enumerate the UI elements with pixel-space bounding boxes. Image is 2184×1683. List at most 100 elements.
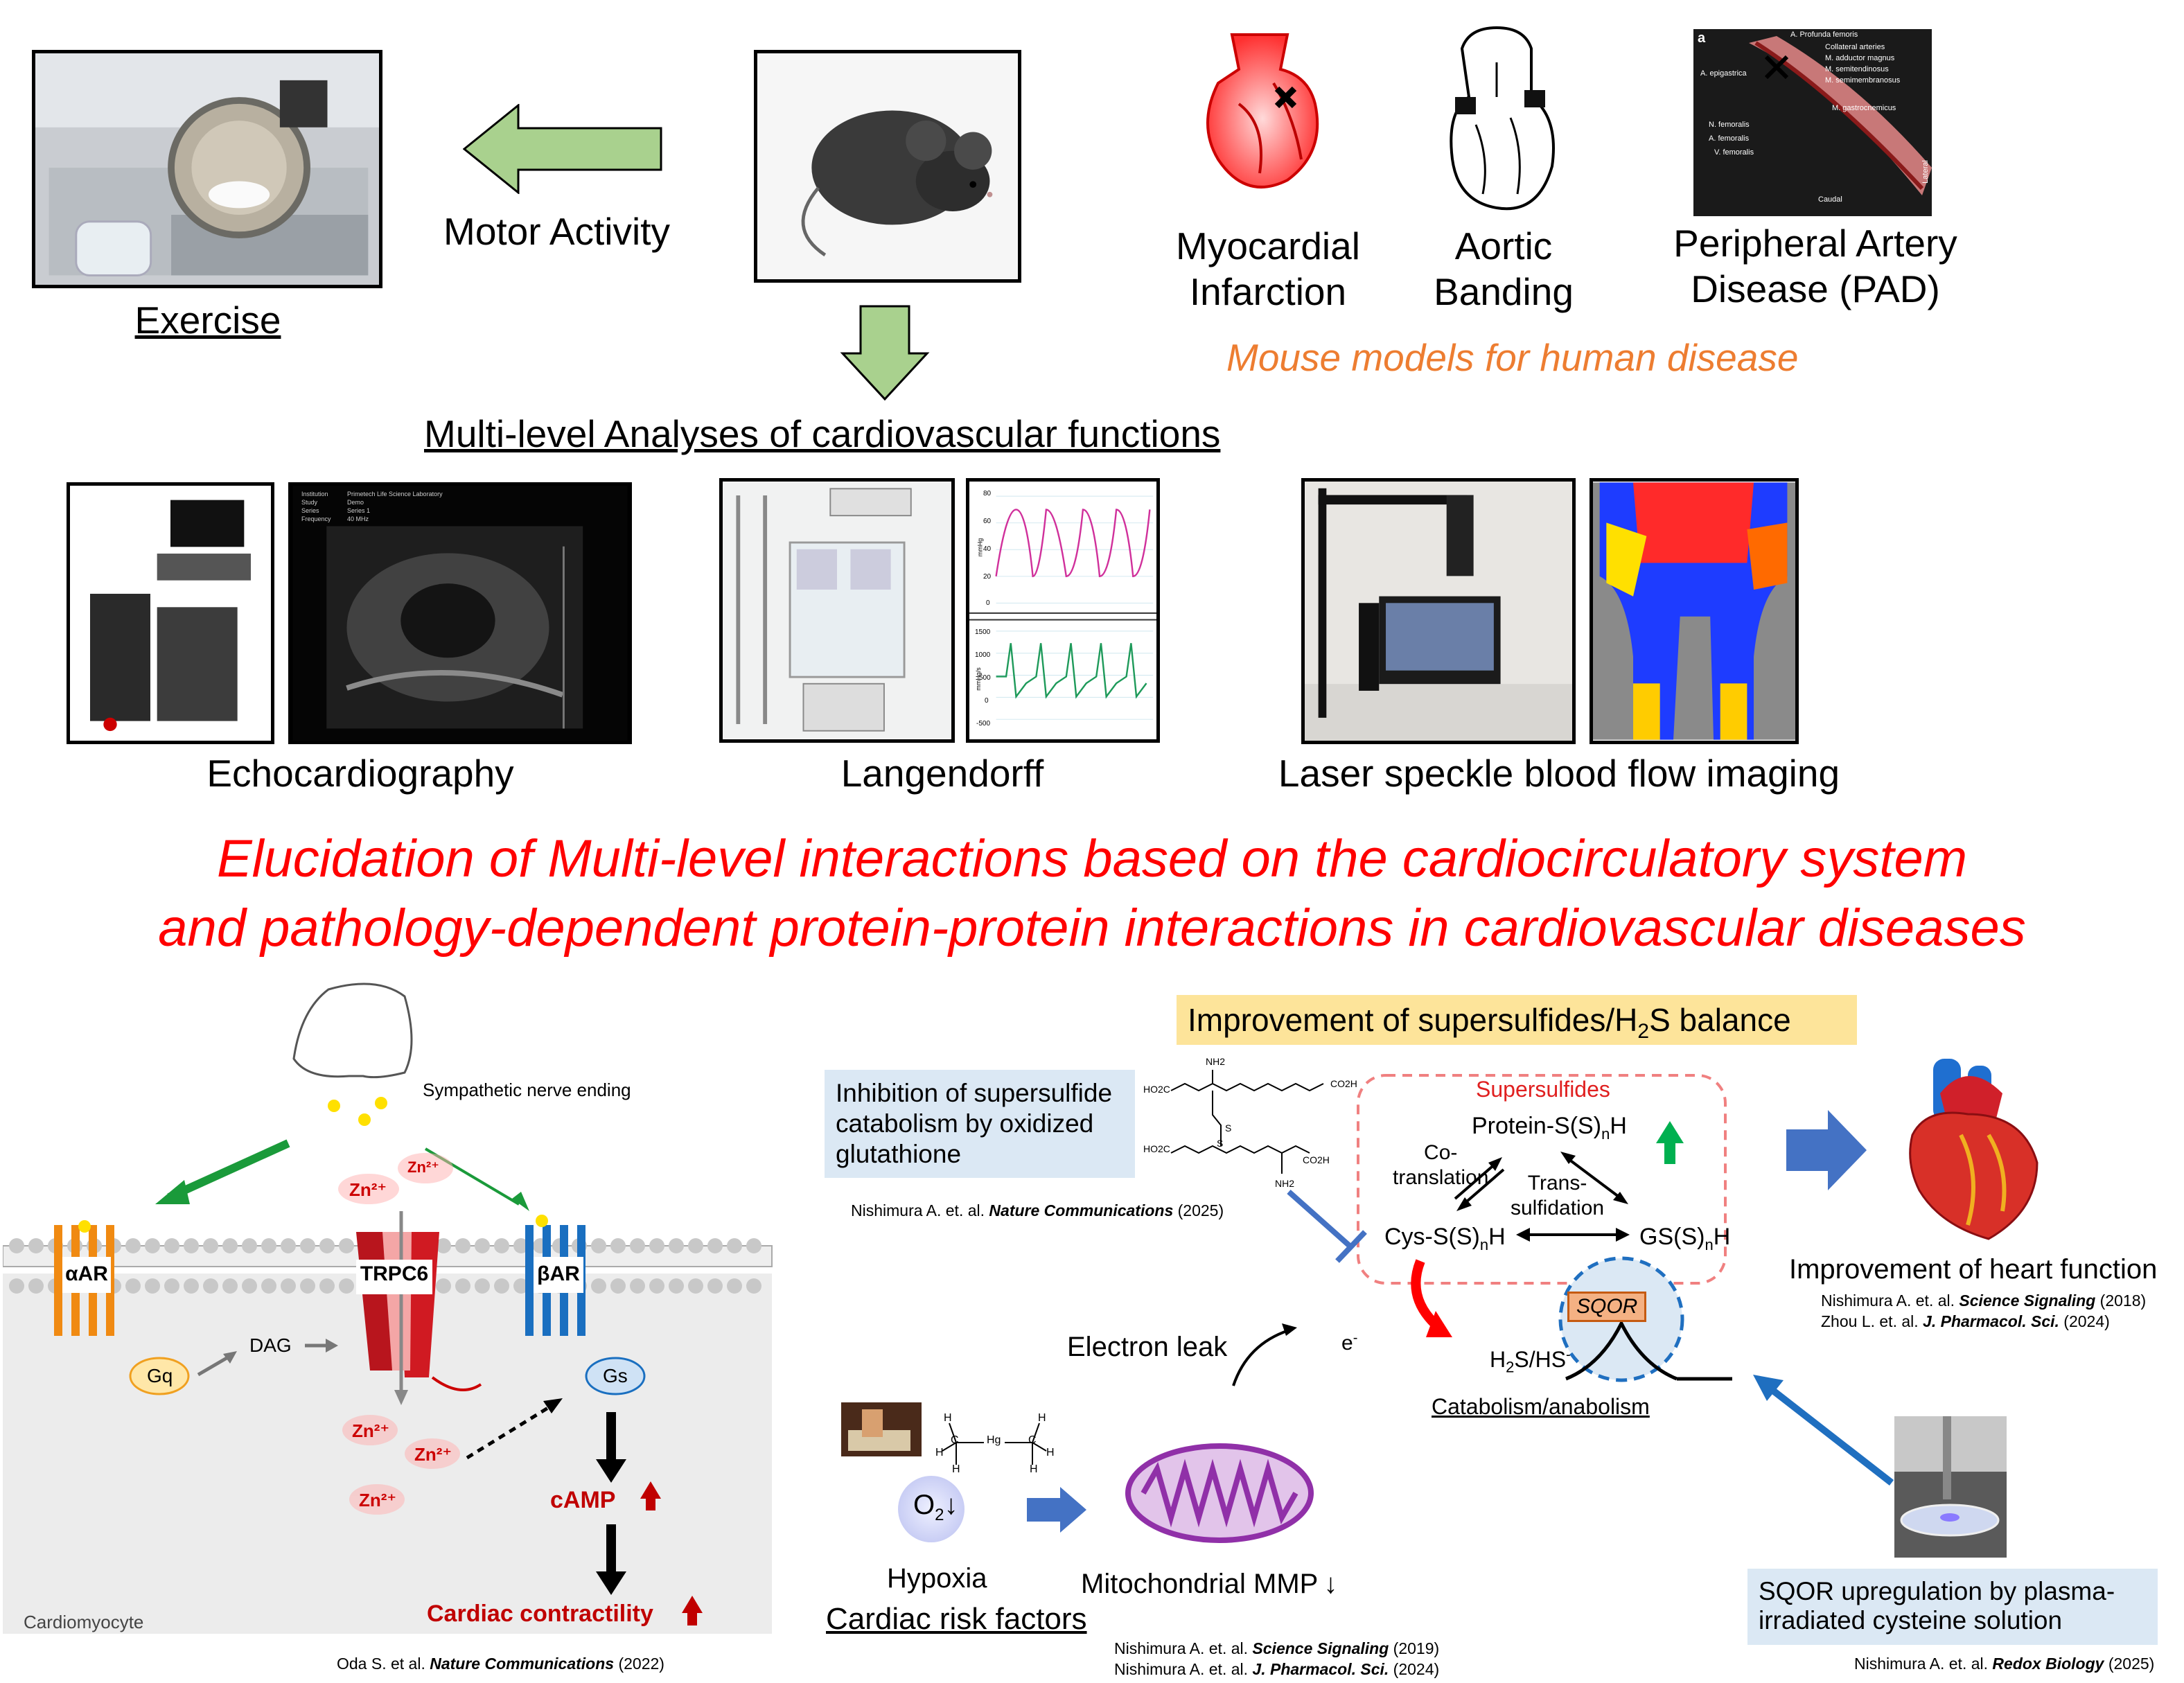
cys-h: H — [1488, 1224, 1506, 1250]
zn-ion: Zn²⁺ — [414, 1444, 452, 1465]
cotranslation-1: Co- — [1424, 1141, 1458, 1164]
cys-ssh-text: Cys-S(S) — [1384, 1224, 1480, 1250]
cite-year: (2018) — [2095, 1292, 2147, 1310]
zn-ion: Zn²⁺ — [407, 1158, 439, 1176]
transsulfidation-2: sulfidation — [1511, 1197, 1605, 1219]
mehg-atom: H — [935, 1447, 944, 1459]
sqor-badge: SQOR — [1567, 1292, 1647, 1322]
o2-label: O2↓ — [913, 1490, 958, 1525]
pad-label-main: Peripheral Artery Disease (PAD) — [1663, 220, 1968, 312]
pad-label: M. gastrocnemicus — [1832, 104, 1896, 112]
protein-h: H — [1610, 1113, 1627, 1139]
lang-tick-top: 80 — [983, 490, 992, 497]
cite-oda-year: (2022) — [614, 1655, 664, 1673]
sqor-upregulation-box: SQOR upregulation by plasma-irradiated c… — [1747, 1569, 2158, 1645]
lang-tick-top: 60 — [983, 518, 992, 525]
alpha-ar-label: αAR — [65, 1262, 108, 1285]
blue-arrow-heart — [1786, 1110, 1867, 1190]
mehg-atom: H — [1046, 1447, 1055, 1459]
mehg-atom: H — [1038, 1412, 1046, 1424]
cite-year: (2024) — [2059, 1312, 2110, 1330]
cotranslation-label: Co- translation — [1393, 1140, 1488, 1190]
echo-header-label: Frequency — [301, 516, 331, 522]
gssg-atom: HO2C — [1143, 1084, 1170, 1095]
mi-label-2: Infarction — [1189, 270, 1347, 313]
mi-heart-illustration — [1190, 21, 1329, 208]
cite-author: Nishimura A. et. al. — [1821, 1292, 1960, 1310]
gs-ssh-text: GS(S) — [1639, 1224, 1705, 1250]
contractility-label: Cardiac contractility — [427, 1601, 653, 1627]
electron-label: e- — [1341, 1330, 1358, 1355]
lang-unit: mmHg — [976, 538, 984, 557]
gssg-atom: CO2H — [1303, 1154, 1330, 1165]
mito-down: ↓ — [1323, 1569, 1338, 1599]
gs-h: H — [1713, 1224, 1731, 1250]
h2s-h: H — [1490, 1347, 1506, 1372]
echo-machine-photo — [67, 482, 274, 744]
lang-tick-bottom: 0 — [985, 697, 989, 705]
main-title-line1: Elucidation of Multi-level interactions … — [216, 829, 1968, 888]
cite-mito-2: Nishimura A. et. al. J. Pharmacol. Sci. … — [1114, 1659, 1439, 1680]
ab-label-1: Aortic — [1454, 224, 1553, 267]
pad-label: Collateral arteries — [1825, 43, 1885, 51]
camp-label: cAMP — [550, 1487, 616, 1513]
method-laser: Laser speckle blood flow imaging — [1278, 752, 1840, 795]
gssg-structure — [1170, 1070, 1324, 1174]
lang-tick-bottom: 1500 — [975, 628, 991, 636]
cite-redox: Nishimura A. et. al. Redox Biology (2025… — [1854, 1655, 2154, 1673]
cite-redox-year: (2025) — [2104, 1655, 2155, 1673]
cite-journal: J. Pharmacol. Sci. — [1923, 1312, 2059, 1330]
echo-header-label: Series — [301, 507, 319, 514]
left-arrow-motor — [463, 104, 662, 194]
echo-header-label: Study — [301, 499, 318, 506]
electron-e: e — [1341, 1332, 1353, 1355]
cite-gssg-year: (2025) — [1173, 1201, 1224, 1219]
pad-label: M. adductor magnus — [1825, 54, 1895, 62]
aortic-banding-illustration — [1441, 21, 1566, 222]
pad-label: Lateral — [1921, 160, 1930, 184]
echo-header-label: Institution — [301, 491, 328, 497]
cite-redox-author: Nishimura A. et. al. — [1854, 1655, 1993, 1673]
cite-oda-author: Oda S. et al. — [337, 1655, 430, 1673]
mi-label: Myocardial Infarction — [1164, 223, 1372, 315]
improvement-sub: 2 — [1637, 1020, 1650, 1043]
lang-tick-top: 20 — [983, 573, 992, 581]
risk-factors-label: Cardiac risk factors — [826, 1602, 1087, 1636]
cite-heart-1: Nishimura A. et. al. Science Signaling (… — [1821, 1290, 2146, 1311]
cite-heart: Nishimura A. et. al. Science Signaling (… — [1821, 1290, 2146, 1332]
cite-author: Nishimura A. et. al. — [1114, 1660, 1253, 1678]
heart-function-label: Improvement of heart function — [1789, 1254, 2158, 1285]
protein-n: n — [1601, 1125, 1610, 1143]
echo-header-value: 40 MHz — [347, 516, 369, 522]
lang-tick-bottom: 1000 — [975, 651, 991, 659]
inhibition-box: Inhibition of supersulfide catabolism by… — [825, 1070, 1135, 1178]
mehg-atom: H — [1030, 1463, 1038, 1475]
cite-oda: Oda S. et al. Nature Communications (202… — [337, 1655, 664, 1673]
transsulfidation-label: Trans- sulfidation — [1511, 1171, 1604, 1221]
h2s-label: H2S/HS- — [1490, 1347, 1571, 1376]
method-echo: Echocardiography — [206, 752, 514, 795]
gq-label: Gq — [147, 1365, 173, 1386]
main-title-line2: and pathology-dependent protein-protein … — [158, 899, 2026, 958]
gssg-atom: NH2 — [1275, 1178, 1295, 1189]
pad-label: N. femoralis — [1709, 121, 1750, 129]
pad-label-1: Peripheral Artery — [1673, 222, 1957, 265]
cardiomyocyte-label: Cardiomyocyte — [24, 1612, 144, 1632]
mehg-atom: H — [944, 1412, 952, 1424]
lang-tick-top: 40 — [983, 545, 992, 553]
h2s-post: S/HS — [1514, 1347, 1567, 1372]
lang-tick-bottom: -500 — [976, 720, 991, 728]
pad-label: A. epigastrica — [1700, 69, 1747, 78]
cite-journal: Science Signaling — [1252, 1639, 1389, 1657]
zn-ion: Zn²⁺ — [352, 1420, 390, 1441]
lang-tick-bottom: 500 — [979, 674, 991, 682]
cite-year: (2019) — [1389, 1639, 1440, 1657]
mouse-photo — [754, 50, 1021, 283]
mehg-atom: C — [951, 1434, 959, 1446]
plasma-photo — [1894, 1416, 2007, 1558]
trpc6-label: TRPC6 — [360, 1262, 429, 1285]
nerve-label: Sympathetic nerve ending — [423, 1080, 631, 1100]
cys-n: n — [1479, 1235, 1489, 1253]
pad-panel-letter: a — [1698, 30, 1706, 46]
cite-gssg: Nishimura A. et. al. Nature Communicatio… — [851, 1201, 1224, 1220]
